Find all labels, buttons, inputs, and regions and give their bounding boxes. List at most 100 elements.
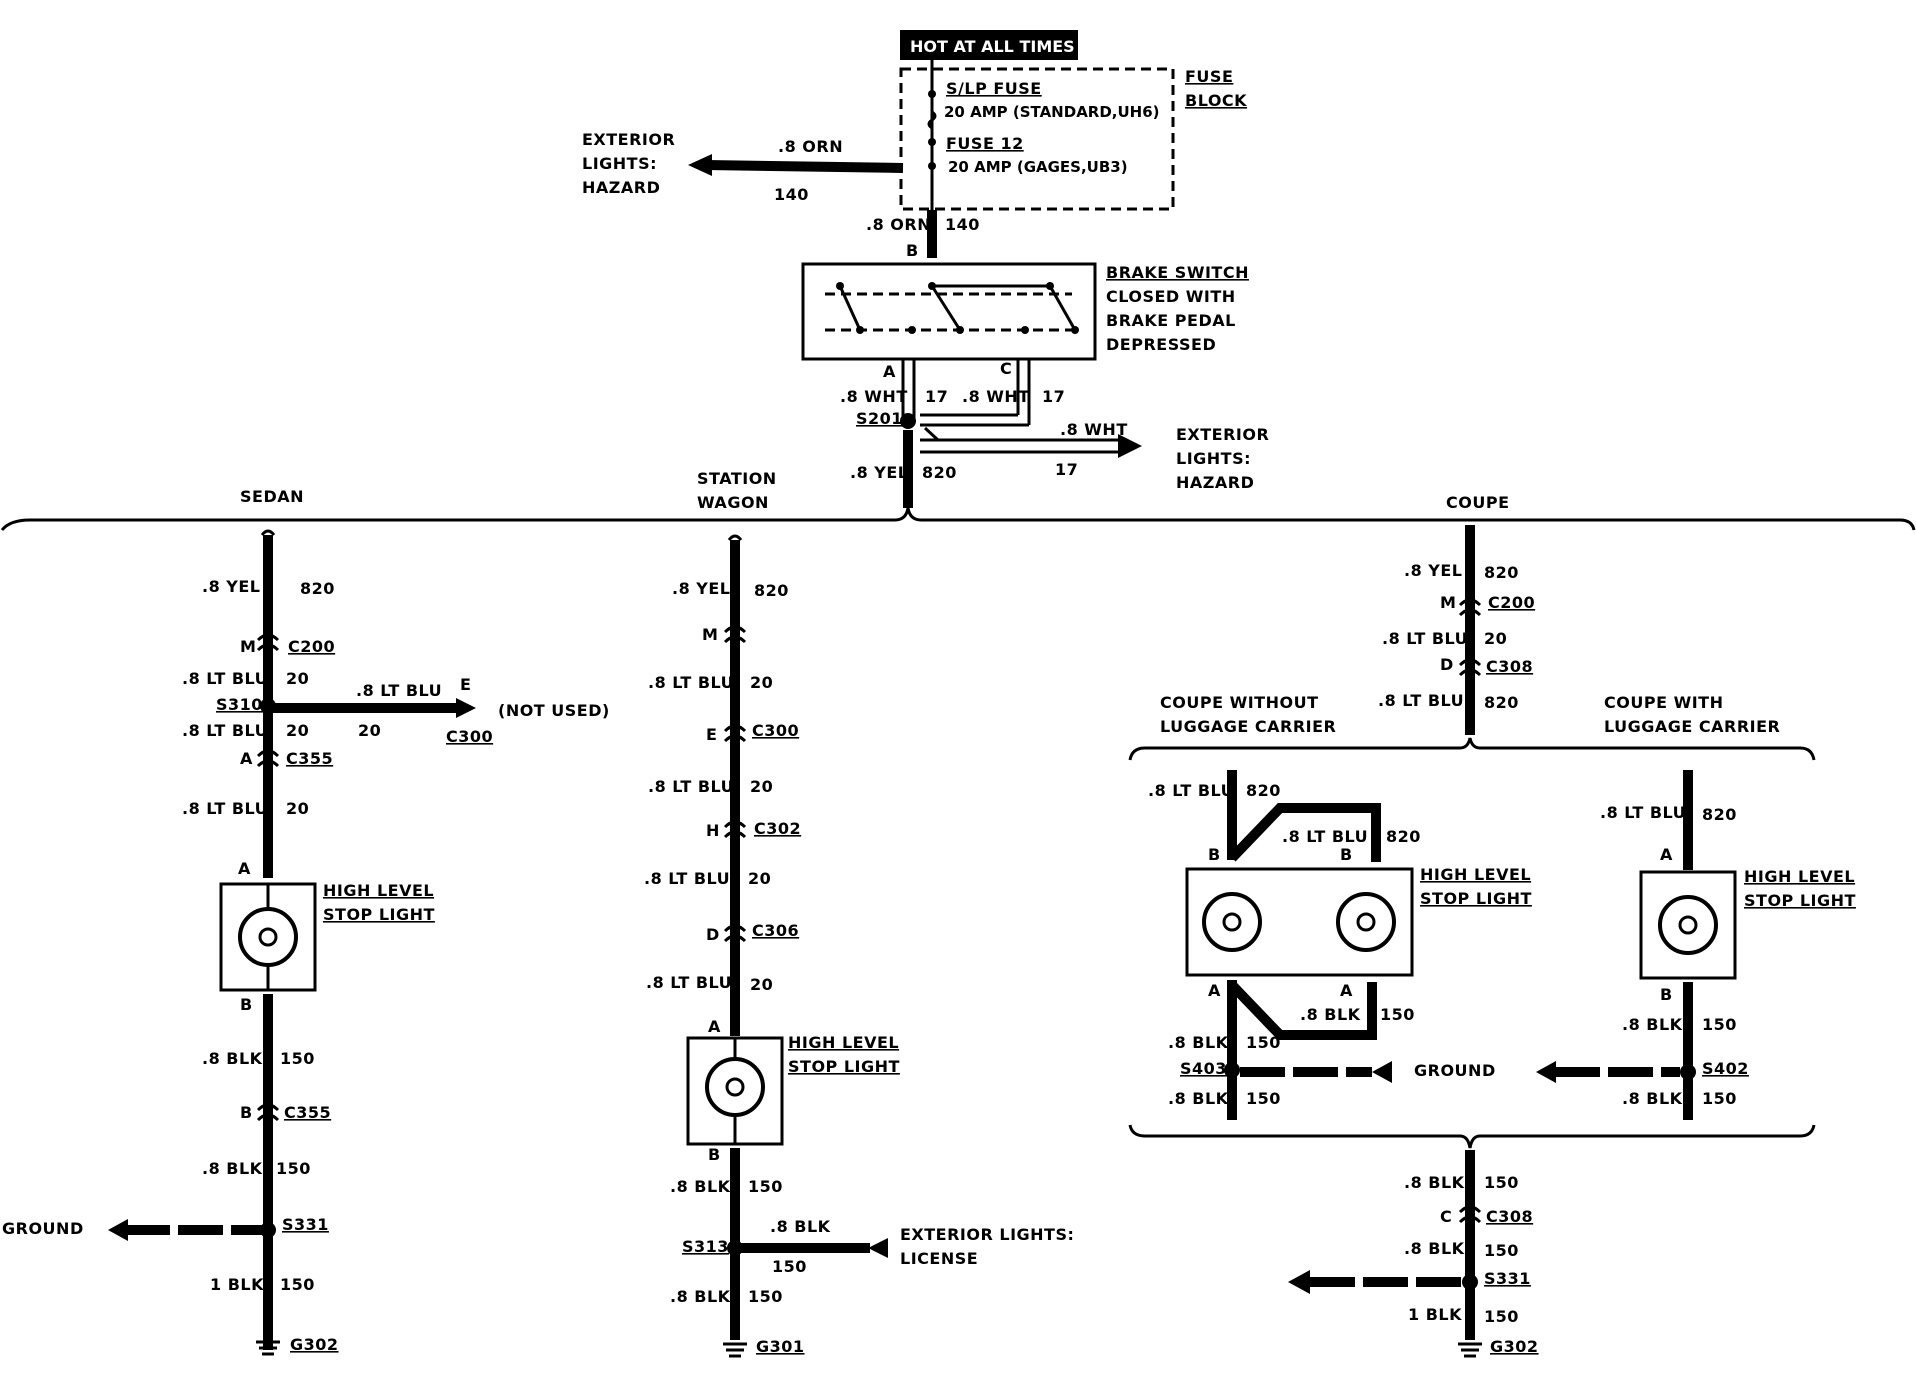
section-wagon-2: WAGON — [697, 493, 769, 512]
coupe-w-pin-a: A — [1660, 845, 1673, 864]
coupe-wo-n3: 150 — [1380, 1005, 1415, 1024]
sedan-n1: 820 — [300, 579, 335, 598]
fuse12-rating: 20 AMP (GAGES,UB3) — [948, 158, 1128, 176]
wire-17-right: 17 — [1055, 460, 1078, 479]
slp-fuse-label: S/LP FUSE — [946, 79, 1042, 98]
wagon-c306: C306 — [752, 921, 799, 940]
wagon-pin-d: D — [706, 925, 720, 944]
pin-b-brake: B — [906, 241, 919, 260]
sedan-c355a: C355 — [286, 749, 333, 768]
coupe-s402: S402 — [1702, 1059, 1749, 1078]
coupe-s331-splice — [1462, 1274, 1478, 1290]
wagon-pin-h: H — [706, 821, 720, 840]
coupe-wo-lamp-label-2: STOP LIGHT — [1420, 889, 1532, 908]
coupe-wo-pin-b2: B — [1340, 845, 1353, 864]
slp-fuse-icon — [927, 110, 937, 130]
wire-8wht-right: .8 WHT — [1060, 420, 1128, 439]
sedan-not-used: (NOT USED) — [498, 701, 610, 720]
fuse12-label: FUSE 12 — [946, 134, 1024, 153]
coupe-wo-w2: .8 LT BLU — [1282, 827, 1368, 846]
wagon-pin-a: A — [708, 1017, 721, 1036]
ext-hazard-right-1: EXTERIOR — [1176, 425, 1269, 444]
coupe-w3: .8 LT BLU — [1378, 691, 1464, 710]
sedan-lamp-label-1: HIGH LEVEL — [323, 881, 434, 900]
wagon-n7: 150 — [748, 1287, 783, 1306]
wagon-ground-icon — [723, 1342, 747, 1358]
sedan-w6: .8 BLK — [202, 1159, 263, 1178]
pin-c-brake: C — [1000, 359, 1012, 378]
sedan-c300: C300 — [446, 727, 493, 746]
coupe-n1: 820 — [1484, 563, 1519, 582]
coupe-wo-pin-a2: A — [1340, 981, 1353, 1000]
brake-switch-label-4: DEPRESSED — [1106, 335, 1216, 354]
wagon-w3: .8 LT BLU — [648, 777, 734, 796]
sedan-pin-a: A — [240, 749, 253, 768]
pin-a-brake: A — [883, 362, 896, 381]
wagon-c300: C300 — [752, 721, 799, 740]
s201-label: S201 — [856, 409, 903, 428]
wagon-pin-m: M — [702, 625, 718, 644]
sedan-lamp-label-2: STOP LIGHT — [323, 905, 435, 924]
sedan-s331: S331 — [282, 1215, 329, 1234]
brake-switch-label-1: BRAKE SWITCH — [1106, 263, 1249, 282]
sedan-pin-m: M — [240, 637, 256, 656]
coupe-wo-n4: 150 — [1246, 1033, 1281, 1052]
ext-hazard-left-3: HAZARD — [582, 178, 660, 197]
coupe-ground: GROUND — [1414, 1061, 1496, 1080]
coupe-pin-d: D — [1440, 655, 1454, 674]
coupe-b-n3: 150 — [1484, 1307, 1519, 1326]
coupe-w-w1: .8 LT BLU — [1600, 803, 1686, 822]
coupe-circuit: .8 YEL 820 M C200 .8 LT BLU 20 D C308 .8… — [1128, 525, 1855, 1358]
coupe-wo-lamp-box — [1185, 867, 1414, 977]
fuse-block-label-2: BLOCK — [1185, 91, 1247, 110]
section-sedan: SEDAN — [240, 487, 304, 506]
sedan-w1: .8 YEL — [202, 577, 261, 596]
coupe-with-label-1: COUPE WITH — [1604, 693, 1723, 712]
sedan-n7: 150 — [280, 1275, 315, 1294]
wagon-n3: 20 — [750, 777, 773, 796]
coupe-w-n1: 820 — [1702, 805, 1737, 824]
coupe-w-lamp-box — [1639, 870, 1737, 980]
slp-fuse-rating: 20 AMP (STANDARD,UH6) — [944, 103, 1160, 121]
wire-8orn-down: .8 ORN — [866, 215, 931, 234]
sedan-circuit: .8 YEL 820 M C200 .8 LT BLU 20 S310 .8 L… — [2, 529, 610, 1356]
brake-switch-label-3: BRAKE PEDAL — [1106, 311, 1236, 330]
section-wagon-1: STATION — [697, 469, 777, 488]
coupe-b-n2: 150 — [1484, 1241, 1519, 1260]
wagon-n2: 20 — [750, 673, 773, 692]
sedan-n6: 150 — [276, 1159, 311, 1178]
wire-17-c: 17 — [1042, 387, 1065, 406]
ext-hazard-right-3: HAZARD — [1176, 473, 1254, 492]
coupe-wo-pin-b1: B — [1208, 845, 1221, 864]
ext-hazard-left-2: LIGHTS: — [582, 154, 657, 173]
coupe-s403: S403 — [1180, 1059, 1227, 1078]
coupe-b-w2: .8 BLK — [1404, 1239, 1465, 1258]
main-bus — [0, 507, 1916, 532]
sedan-w7: 1 BLK — [210, 1275, 264, 1294]
sedan-pin-e: E — [460, 675, 471, 694]
coupe-s331: S331 — [1484, 1269, 1531, 1288]
wire-8orn-left: .8 ORN — [778, 137, 843, 156]
sedan-pin-b: B — [240, 995, 253, 1014]
sedan-s310: S310 — [216, 695, 263, 714]
wagon-s313: S313 — [682, 1237, 729, 1256]
sedan-ground: GROUND — [2, 1219, 84, 1238]
coupe-wo-pin-a1: A — [1208, 981, 1221, 1000]
right-arrow-hazard — [1118, 434, 1142, 458]
left-arrow-hazard — [688, 154, 712, 176]
hot-at-all-times-box — [900, 30, 1078, 60]
sedan-w4: .8 LT BLU — [182, 799, 268, 818]
sedan-w5: .8 BLK — [202, 1049, 263, 1068]
wire-17-a: 17 — [925, 387, 948, 406]
sedan-branch-num: 20 — [358, 721, 381, 740]
wagon-w7: .8 BLK — [670, 1287, 731, 1306]
coupe-c308b: C308 — [1486, 1207, 1533, 1226]
sedan-n4: 20 — [286, 799, 309, 818]
coupe-pin-m: M — [1440, 593, 1456, 612]
coupe-w1: .8 YEL — [1404, 561, 1463, 580]
sedan-ground-icon — [256, 1340, 280, 1356]
wire-820-top: 820 — [922, 463, 957, 482]
coupe-b-w1: .8 BLK — [1404, 1173, 1465, 1192]
wire-8wht-c: .8 WHT — [962, 387, 1030, 406]
